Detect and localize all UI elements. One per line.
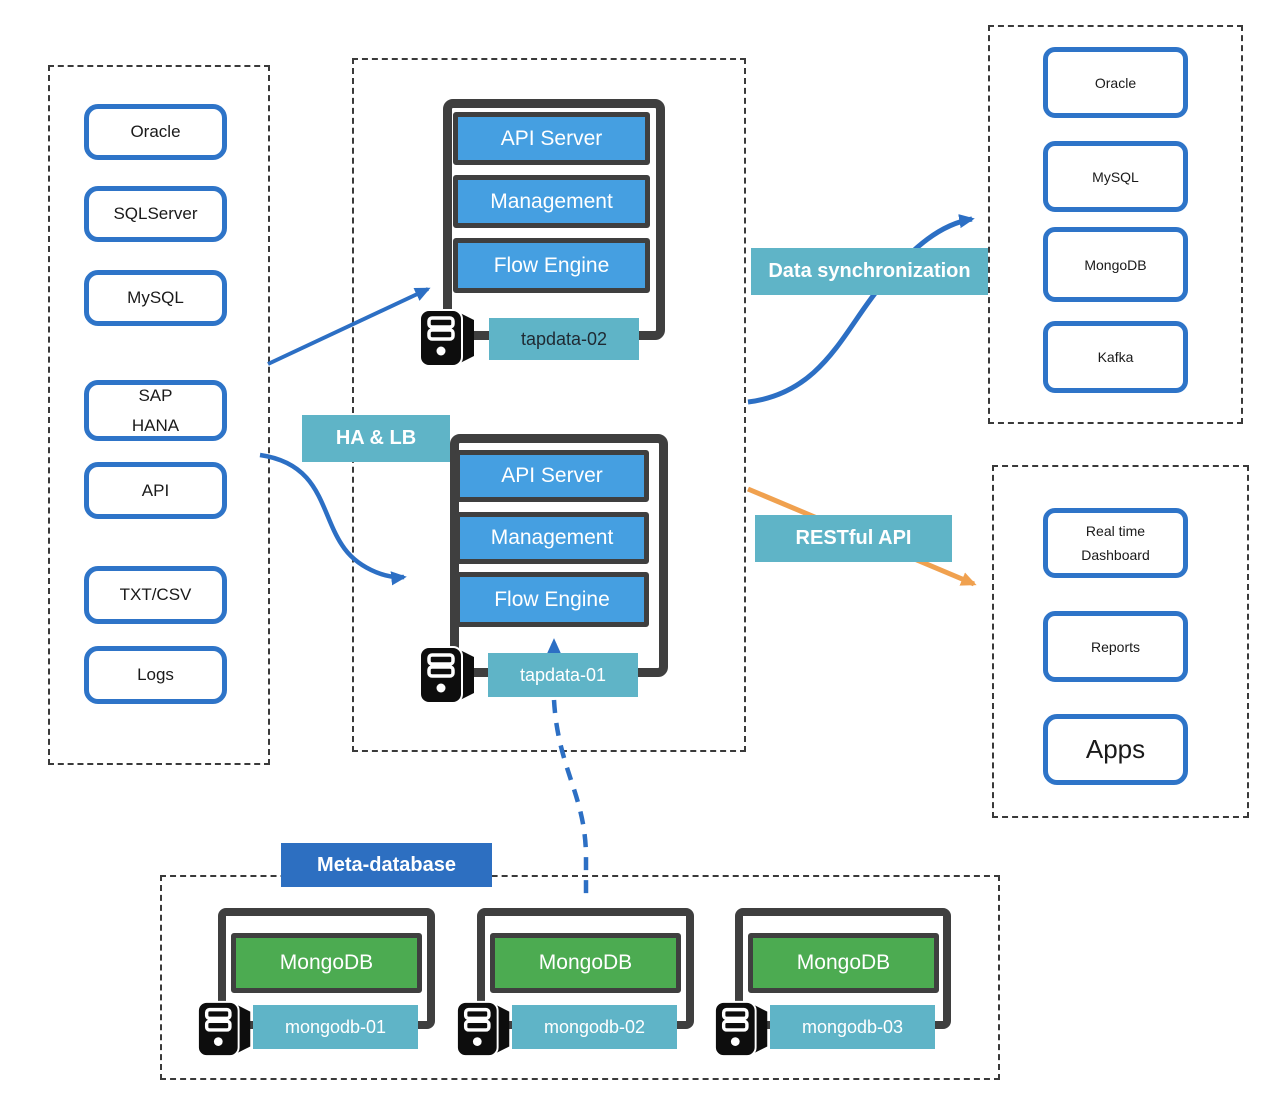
component-management: Management bbox=[453, 175, 650, 228]
source-box-sqlserver: SQLServer bbox=[84, 186, 227, 242]
label-text: RESTful API bbox=[795, 527, 912, 549]
hostname-label: tapdata-02 bbox=[520, 328, 608, 349]
target-box-mysql: MySQL bbox=[1043, 141, 1188, 212]
consumer-label: Reports bbox=[1090, 638, 1141, 655]
computer-tower-icon bbox=[196, 1000, 251, 1058]
hostname-tag-mongodb-01: mongodb-01 bbox=[253, 1005, 418, 1049]
sync-targets-panel bbox=[988, 25, 1243, 424]
computer-tower-icon bbox=[419, 646, 474, 704]
target-label: Oracle bbox=[1094, 74, 1137, 91]
consumers-panel bbox=[992, 465, 1249, 818]
target-label: MySQL bbox=[1092, 168, 1139, 185]
label-text: HA & LB bbox=[335, 427, 417, 449]
target-box-oracle: Oracle bbox=[1043, 47, 1188, 118]
source-label: SAP HANA bbox=[131, 385, 180, 435]
component-api-server: API Server bbox=[453, 112, 650, 165]
component-label: Flow Engine bbox=[494, 587, 610, 611]
label-text: Meta-database bbox=[317, 853, 456, 876]
source-box-txt-csv: TXT/CSV bbox=[84, 566, 227, 624]
source-label: API bbox=[141, 480, 170, 500]
component-label: API Server bbox=[500, 126, 603, 150]
hostname-tag-tapdata-02: tapdata-02 bbox=[489, 318, 639, 360]
source-box-api: API bbox=[84, 462, 227, 519]
hostname-label: mongodb-02 bbox=[543, 1016, 646, 1037]
component-label: Management bbox=[490, 189, 613, 213]
component-label: API Server bbox=[501, 464, 603, 487]
source-box-oracle: Oracle bbox=[84, 104, 227, 160]
component-api-server: API Server bbox=[455, 450, 649, 502]
consumer-box-apps: Apps bbox=[1043, 714, 1188, 785]
source-label: SQLServer bbox=[113, 204, 198, 223]
component-mongodb: MongoDB bbox=[748, 933, 939, 993]
component-label: MongoDB bbox=[538, 951, 633, 974]
restful-api-label: RESTful API bbox=[755, 515, 952, 562]
source-label: MySQL bbox=[127, 288, 184, 307]
arrow-data-sync bbox=[747, 214, 975, 405]
component-label: MongoDB bbox=[796, 951, 891, 974]
component-management: Management bbox=[455, 512, 649, 564]
meta-database-label: Meta-database bbox=[281, 843, 492, 887]
computer-tower-icon bbox=[419, 309, 474, 367]
computer-tower-icon bbox=[713, 1000, 768, 1058]
hostname-label: tapdata-01 bbox=[519, 664, 607, 685]
component-flow-engine: Flow Engine bbox=[455, 572, 649, 627]
source-label: Oracle bbox=[130, 122, 181, 141]
target-box-mongodb: MongoDB bbox=[1043, 227, 1188, 302]
data-synchronization-label: Data synchronization bbox=[751, 248, 988, 295]
source-box-mysql: MySQL bbox=[84, 270, 227, 326]
hostname-tag-mongodb-03: mongodb-03 bbox=[770, 1005, 935, 1049]
source-box-logs: Logs bbox=[84, 646, 227, 704]
ha-lb-label: HA & LB bbox=[302, 415, 450, 462]
consumer-box-reports: Reports bbox=[1043, 611, 1188, 682]
sources-panel bbox=[48, 65, 270, 765]
tapdata-cluster-panel bbox=[352, 58, 746, 752]
component-label: Flow Engine bbox=[493, 253, 610, 277]
label-text: Data synchronization bbox=[768, 260, 971, 282]
component-mongodb: MongoDB bbox=[231, 933, 422, 993]
consumer-label: Real time Dashboard bbox=[1081, 522, 1150, 564]
hostname-label: mongodb-03 bbox=[801, 1016, 904, 1037]
consumer-label: Apps bbox=[1085, 734, 1146, 764]
hostname-tag-mongodb-02: mongodb-02 bbox=[512, 1005, 677, 1049]
consumer-box-dashboard: Real time Dashboard bbox=[1043, 508, 1188, 578]
source-label: Logs bbox=[137, 665, 174, 684]
computer-tower-icon bbox=[455, 1000, 510, 1058]
hostname-label: mongodb-01 bbox=[284, 1016, 387, 1037]
component-mongodb: MongoDB bbox=[490, 933, 681, 993]
target-label: MongoDB bbox=[1084, 256, 1147, 273]
source-box-sap-hana: SAP HANA bbox=[84, 380, 227, 441]
hostname-tag-tapdata-01: tapdata-01 bbox=[488, 653, 638, 697]
target-label: Kafka bbox=[1097, 349, 1134, 365]
target-box-kafka: Kafka bbox=[1043, 321, 1188, 393]
component-label: Management bbox=[490, 526, 614, 549]
component-flow-engine: Flow Engine bbox=[453, 238, 650, 293]
source-label: TXT/CSV bbox=[119, 585, 192, 604]
component-label: MongoDB bbox=[279, 951, 374, 974]
